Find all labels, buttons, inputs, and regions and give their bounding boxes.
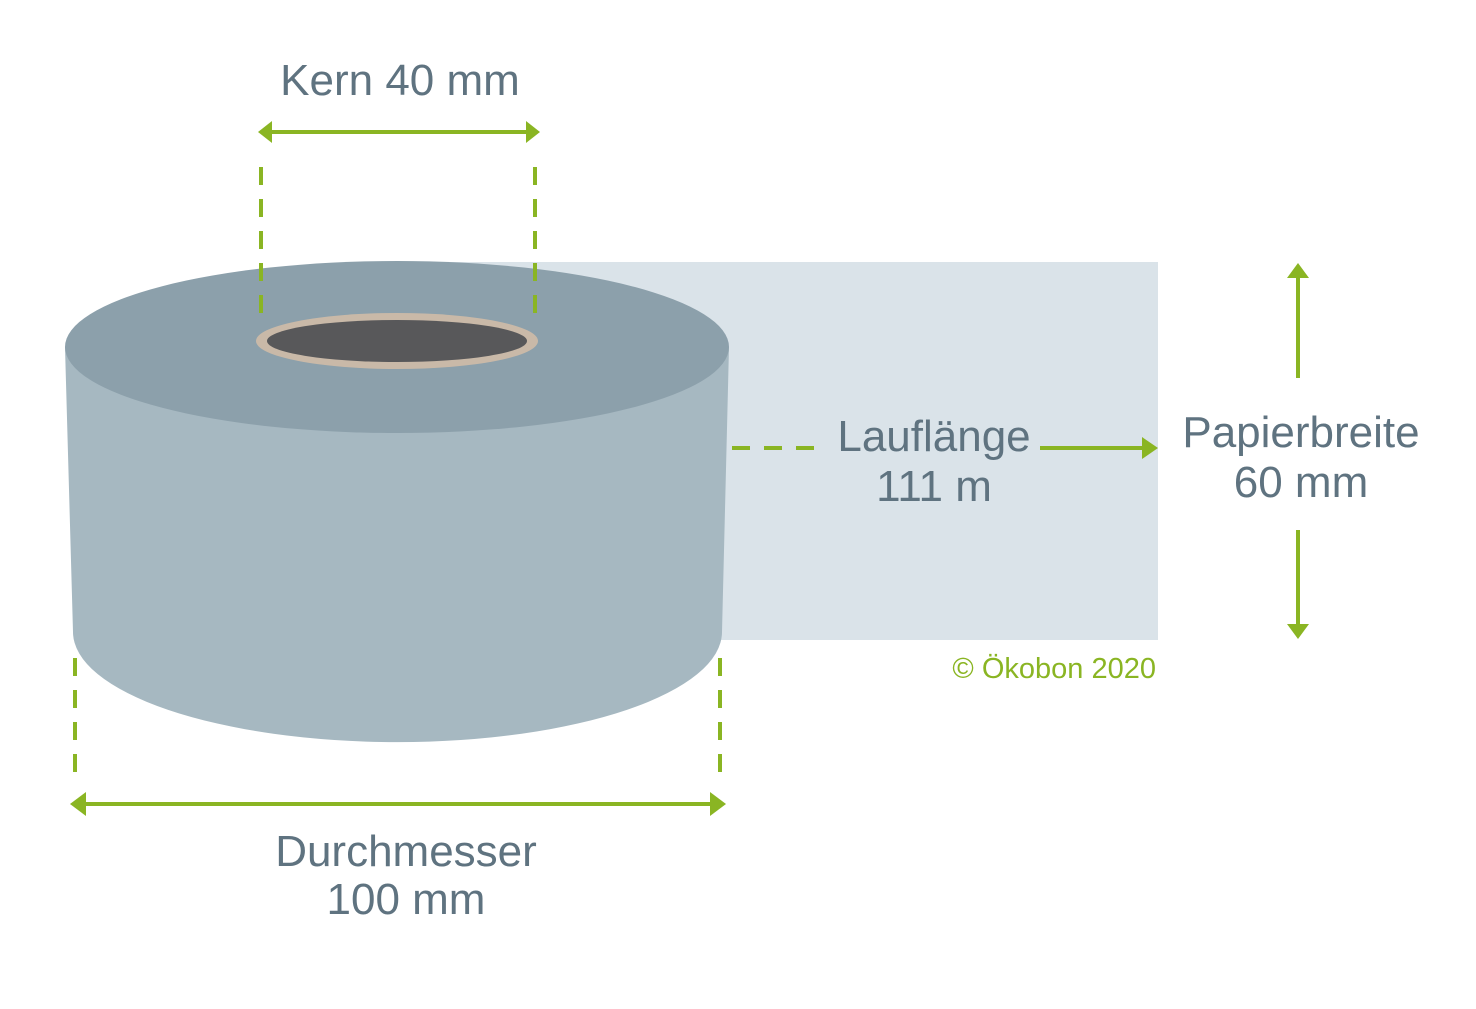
run-length-title: Lauflänge: [837, 412, 1030, 461]
core-hole: [267, 320, 527, 362]
diameter-arrowhead-right: [710, 792, 726, 816]
paper-width-value: 60 mm: [1234, 458, 1368, 507]
core-label: Kern 40 mm: [280, 56, 520, 105]
core-arrowhead-left: [258, 121, 272, 143]
core-arrowhead-right: [526, 121, 540, 143]
copyright-text: © Ökobon 2020: [952, 653, 1156, 685]
paper-width-title: Papierbreite: [1182, 408, 1419, 457]
run-length-arrowhead: [1142, 437, 1158, 459]
core-dimension: [259, 130, 537, 322]
diameter-title: Durchmesser: [275, 827, 537, 876]
diameter-value: 100 mm: [327, 875, 486, 924]
diameter-dimension: [73, 658, 722, 806]
paper-width-arrowhead-top: [1287, 263, 1309, 278]
run-length-value: 111 m: [876, 462, 992, 511]
roll-side: [65, 347, 729, 743]
paper-width-arrowhead-bottom: [1287, 624, 1309, 639]
diameter-arrowhead-left: [70, 792, 86, 816]
